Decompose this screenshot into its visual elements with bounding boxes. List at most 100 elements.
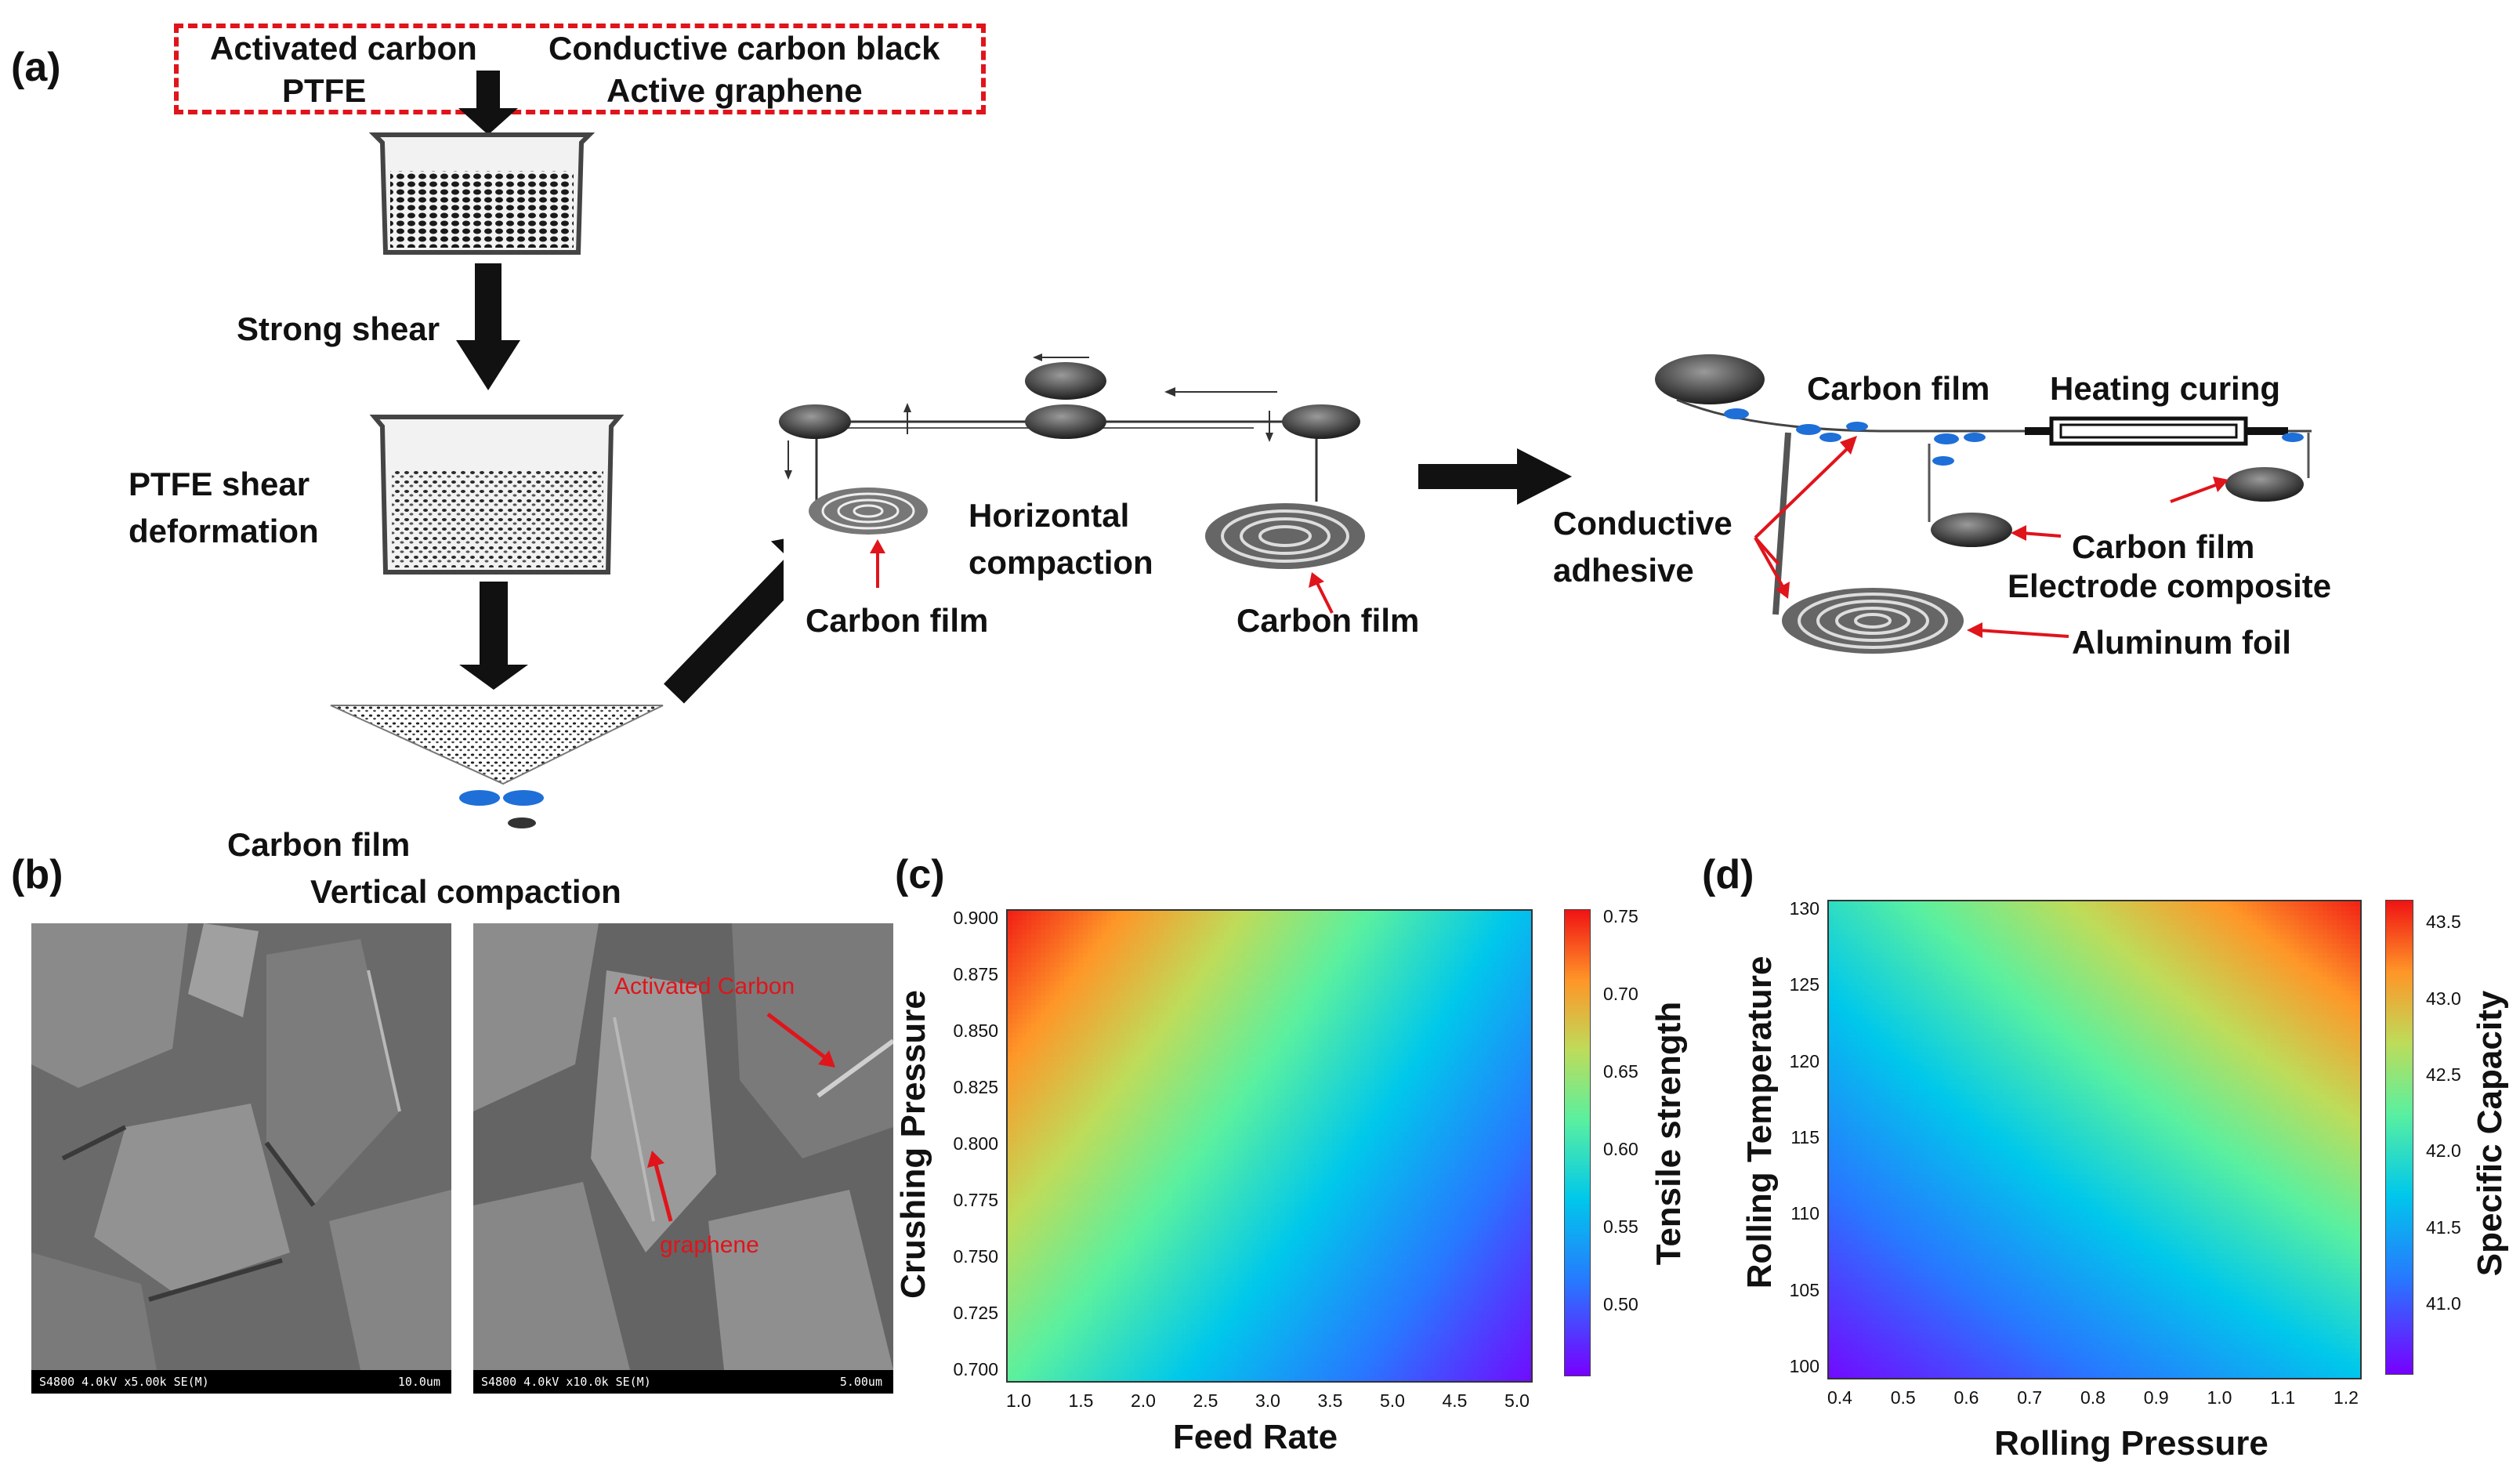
horizontal-line1: Horizontal (969, 497, 1130, 534)
coil-small (809, 488, 928, 535)
xtick-d-6: 1.0 (2207, 1387, 2232, 1408)
xtick-c-4: 3.0 (1255, 1390, 1280, 1411)
cbar-tick-d-0: 41.0 (2426, 1293, 2461, 1314)
xtick-d-7: 1.1 (2270, 1387, 2296, 1408)
ytick-c-1: 0.725 (953, 1303, 998, 1323)
annotation-graphene: graphene (660, 1232, 759, 1258)
ytick-c-2: 0.750 (953, 1246, 998, 1267)
material-conductive-carbon-black: Conductive carbon black (549, 30, 940, 67)
ytick-c-7: 0.875 (953, 964, 998, 984)
arrow-down-1 (476, 71, 500, 110)
beaker-2 (369, 415, 625, 575)
ytick-c-3: 0.775 (953, 1190, 998, 1210)
sem-left-info: S4800 4.0kV x5.00k SE(M) (39, 1375, 209, 1389)
arrow-down-3-head (459, 665, 528, 690)
sem-right-info: S4800 4.0kV x10.0k SE(M) (481, 1375, 651, 1389)
xtick-c-7: 4.5 (1442, 1390, 1468, 1411)
carbon-film-right: Carbon film (1236, 602, 1420, 639)
step-strong-shear: Strong shear (237, 310, 440, 347)
heatmap-d-canvas (1829, 901, 2360, 1378)
electrode-line1: Carbon film (2072, 528, 2255, 565)
xtick-c-3: 2.5 (1193, 1390, 1218, 1411)
heatmap-d-plot (1827, 900, 2362, 1379)
cbar-tick-d-1: 41.5 (2426, 1216, 2461, 1238)
xtick-d-4: 0.8 (2080, 1387, 2105, 1408)
beaker-1 (368, 132, 596, 255)
heatmap-d-ylabel: Rolling Temperature (1740, 955, 1779, 1289)
sem-left-infobar: S4800 4.0kV x5.00k SE(M) 10.0um (31, 1370, 451, 1394)
ytick-c-6: 0.850 (953, 1020, 998, 1041)
step-ptfe-line1: PTFE shear (129, 466, 310, 502)
arrow-down-2-head (456, 340, 520, 390)
ytick-d-4: 120 (1789, 1050, 1819, 1071)
step-ptfe-line2: deformation (129, 513, 319, 549)
cbar-tick-d-3: 42.5 (2426, 1064, 2461, 1086)
xtick-d-5: 0.9 (2143, 1387, 2169, 1408)
colorbar-c-label: Tensile strength (1649, 1001, 1688, 1266)
bottom-vertical-compaction: Vertical compaction (310, 873, 621, 910)
sem-image-right: Activated Carbon graphene S4800 4.0kV x1… (473, 923, 893, 1394)
ytick-d-6: 130 (1789, 898, 1819, 919)
conductive-line2: adhesive (1553, 552, 1694, 589)
cbar-tick-c-2: 0.60 (1603, 1138, 1638, 1159)
ytick-c-0: 0.700 (953, 1359, 998, 1379)
materials-box (174, 24, 986, 114)
material-activated-carbon: Activated carbon (210, 30, 477, 67)
arrow-diagonal (664, 530, 784, 704)
arrow-down-2 (475, 263, 501, 342)
colorbar-d (2385, 900, 2413, 1375)
sem-left-scale: 10.0um (397, 1375, 440, 1389)
cbar-tick-d-4: 43.0 (2426, 988, 2461, 1009)
panel-c-label: (c) (895, 852, 945, 897)
xtick-d-2: 0.6 (1953, 1387, 1979, 1408)
annotation-activated-carbon: Activated Carbon (614, 973, 795, 999)
xtick-d-0: 0.4 (1827, 1387, 1852, 1408)
cbar-tick-c-3: 0.65 (1603, 1060, 1638, 1082)
panel-a-label: (a) (11, 45, 61, 90)
xtick-d-1: 0.5 (1890, 1387, 1916, 1408)
colorbar-c (1564, 909, 1591, 1376)
process-column-graphic (330, 71, 784, 828)
heatmap-c-xlabel: Feed Rate (1172, 1418, 1338, 1456)
cbar-tick-d-2: 42.0 (2426, 1140, 2461, 1162)
ytick-d-5: 125 (1789, 974, 1819, 995)
electrode-line2: Electrode composite (2008, 567, 2332, 604)
panel-b-label: (b) (11, 852, 63, 897)
colorbar-d-label: Specific Capacity (2471, 990, 2509, 1277)
arrow-down-3 (480, 582, 508, 666)
cbar-tick-c-1: 0.55 (1603, 1216, 1638, 1237)
arrow-right (1418, 448, 1572, 505)
electrode-composite-graphic (1655, 354, 2312, 654)
sem-right-scale: 5.00um (839, 1375, 882, 1389)
xtick-c-6: 5.0 (1380, 1390, 1405, 1411)
material-active-graphene: Active graphene (606, 72, 863, 109)
coil-large (1205, 503, 1365, 569)
aluminum-foil: Aluminum foil (2072, 624, 2291, 661)
ytick-c-4: 0.800 (953, 1133, 998, 1154)
panel-d-label: (d) (1702, 852, 1754, 897)
hopper-cone (330, 705, 664, 828)
cbar-tick-c-0: 0.50 (1603, 1293, 1638, 1314)
xtick-c-5: 3.5 (1317, 1390, 1343, 1411)
colorbar-d-gradient (2386, 901, 2413, 1374)
material-ptfe: PTFE (282, 72, 367, 109)
cbar-tick-d-5: 43.5 (2426, 912, 2461, 933)
aluminum-coil (1782, 588, 1964, 654)
ytick-c-5: 0.825 (953, 1077, 998, 1097)
horizontal-line2: compaction (969, 544, 1153, 581)
colorbar-c-gradient (1565, 910, 1590, 1376)
heating-curing: Heating curing (2050, 370, 2281, 407)
ytick-c-8: 0.900 (953, 908, 998, 928)
bottom-carbon-film: Carbon film (227, 826, 411, 863)
cbar-tick-c-4: 0.70 (1603, 983, 1638, 1004)
carbon-film-top: Carbon film (1807, 370, 1990, 407)
xtick-c-0: 1.0 (1006, 1390, 1031, 1411)
arrow-down-1-head (458, 108, 518, 135)
heatmap-c-plot (1006, 909, 1533, 1383)
sem-image-left: S4800 4.0kV x5.00k SE(M) 10.0um (31, 923, 451, 1394)
carbon-film-left: Carbon film (806, 602, 989, 639)
horizontal-compaction-graphic (779, 353, 1365, 614)
ytick-d-3: 115 (1790, 1127, 1819, 1147)
heatmap-d-xlabel: Rolling Pressure (1994, 1424, 2268, 1463)
ytick-d-2: 110 (1790, 1203, 1819, 1224)
